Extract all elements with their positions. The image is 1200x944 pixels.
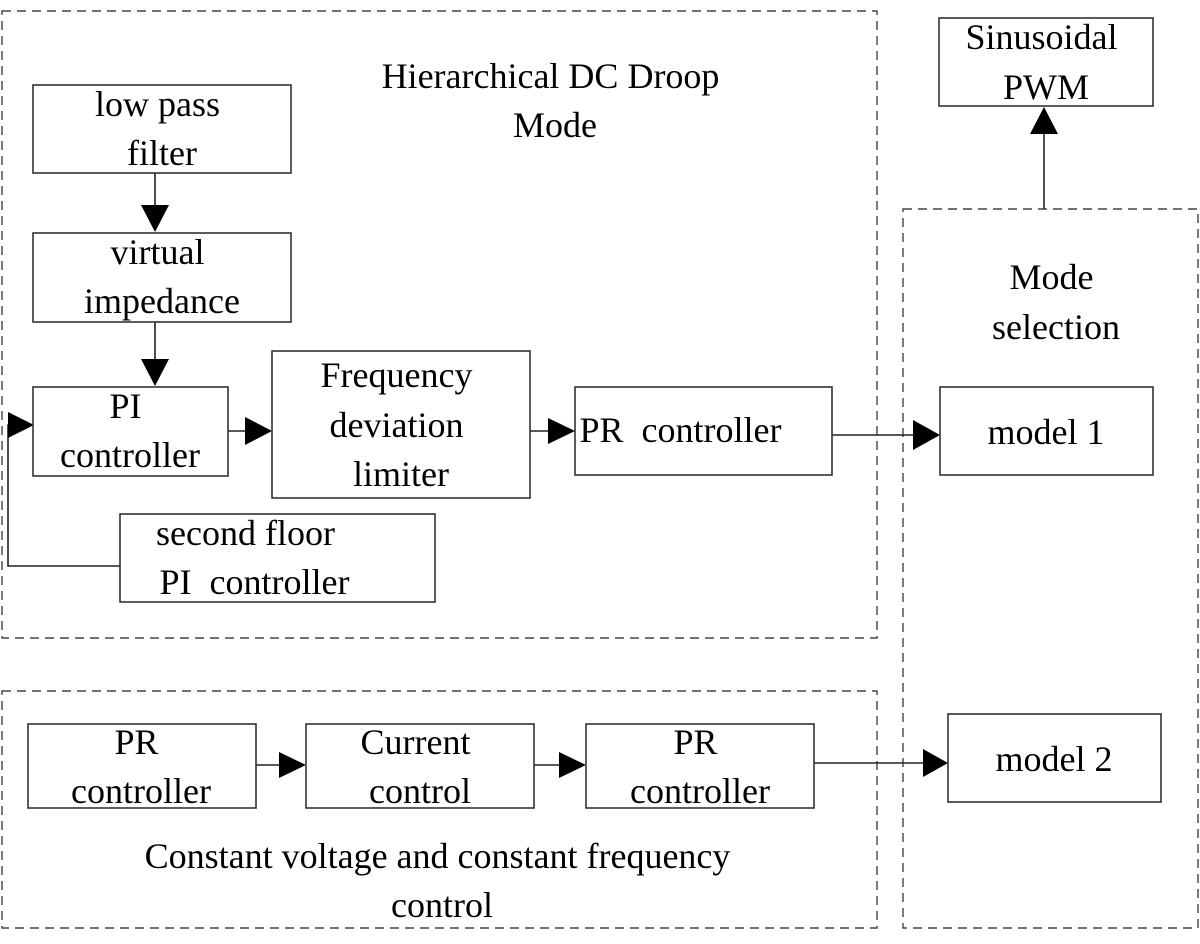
- block-pr-controller-top: PR controller: [0, 0, 833, 476]
- droop-mode-group: [1, 10, 878, 639]
- connectors: [7, 107, 1058, 778]
- svg-text:PI controller: PI controller: [60, 386, 200, 475]
- block-low-pass-filter: low pass filter: [32, 84, 292, 174]
- arrow-head-right-icon: [913, 420, 940, 450]
- arrow-head-right-icon: [245, 417, 272, 445]
- droop-mode-title: Hierarchical DC Droop Mode: [382, 56, 729, 145]
- arrow-head-down-icon: [141, 205, 169, 232]
- cvcf-control-group: [1, 690, 878, 929]
- svg-text:second floor PI control: second floor PI controller: [0, 0, 398, 602]
- svg-text:PR controller: PR controller: [0, 0, 826, 450]
- block-pr-controller-b: PR controller: [585, 722, 815, 811]
- svg-text:Sinusoidal PWM: Sinusoidal PWM: [965, 17, 1126, 107]
- mode-selection-group: [902, 208, 1199, 929]
- block-pi-controller: PI controller: [32, 386, 229, 477]
- arrow-head-right-icon: [279, 752, 306, 778]
- svg-text:Frequency deviation: Frequency deviation limiter: [321, 355, 482, 494]
- arrow-head-right-icon: [559, 752, 586, 778]
- block-current-control: Current control: [305, 722, 535, 811]
- block-frequency-deviation-limiter: Frequency deviation limiter: [271, 350, 531, 499]
- svg-text:PR controller: PR controller: [630, 722, 770, 811]
- arrow-head-up-icon: [1030, 107, 1058, 134]
- svg-text:PR controller: PR controller: [71, 722, 211, 811]
- arrow-head-right-icon: [923, 749, 948, 777]
- block-sinusoidal-pwm: Sinusoidal PWM: [938, 17, 1154, 107]
- svg-text:low pass filter: low pass filter: [95, 84, 229, 173]
- svg-text:virtual impedance: virtual impedance: [84, 232, 240, 321]
- svg-text:model 2: model 2: [996, 739, 1113, 779]
- arrow-head-down-icon: [141, 359, 169, 386]
- svg-text:Current control: Current control: [361, 722, 480, 811]
- block-model-2: model 2: [947, 713, 1162, 803]
- svg-text:model 1: model 1: [988, 412, 1105, 452]
- mode-selection-title: Mode selection: [992, 257, 1120, 347]
- block-model-1: model 1: [939, 386, 1154, 476]
- block-virtual-impedance: virtual impedance: [32, 232, 292, 323]
- block-pr-controller-a: PR controller: [27, 722, 257, 811]
- arrow-head-right-icon: [8, 412, 34, 438]
- arrow-head-right-icon: [548, 418, 575, 444]
- cvcf-title: Constant voltage and constant frequency …: [145, 836, 740, 925]
- block-second-floor-pi-controller: second floor PI controller: [0, 0, 436, 603]
